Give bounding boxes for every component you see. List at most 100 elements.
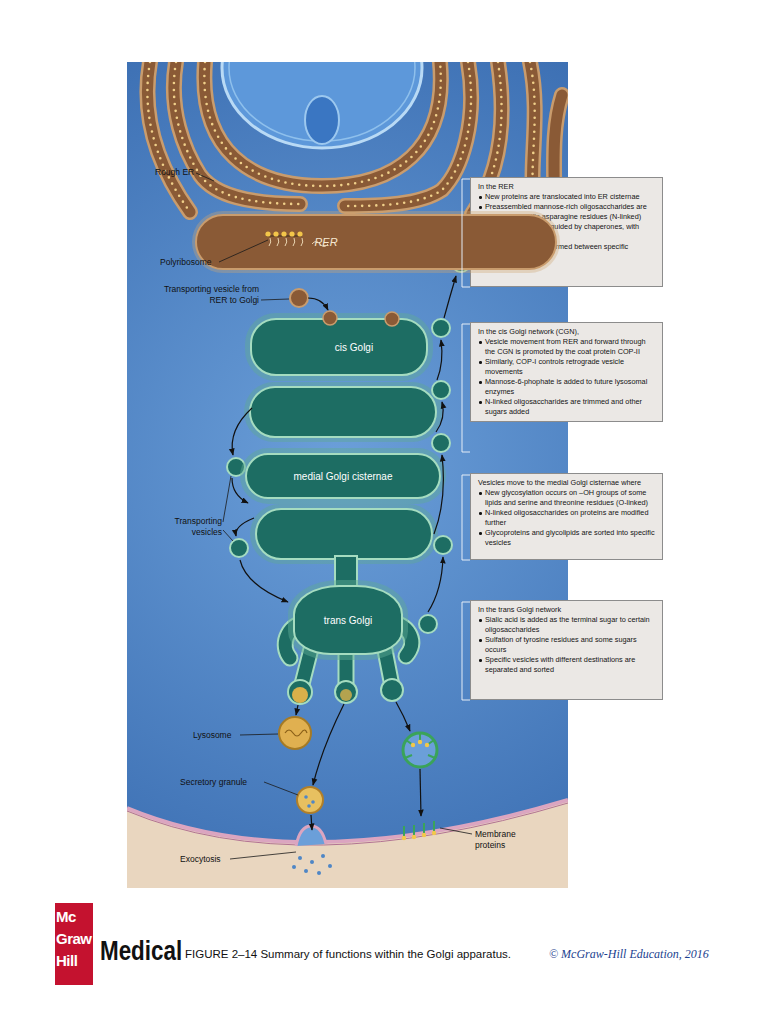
bullet-text: New glycosylation occurs on –OH groups o… — [485, 488, 648, 507]
leader-line — [240, 734, 278, 735]
leader-line — [196, 173, 214, 181]
er-lamella — [147, 62, 190, 212]
transport-vesicle — [290, 289, 308, 307]
flow-arrow — [313, 704, 344, 785]
tubule-bulb — [381, 679, 403, 701]
vesicle — [432, 319, 450, 337]
bullet-item: New glycosylation occurs on –OH groups o… — [478, 488, 656, 508]
bullet-dot — [479, 196, 482, 199]
logo-text: Mc Graw Hill — [56, 906, 96, 972]
ribosome-dots — [345, 62, 471, 206]
lysosomal-enzyme-patch — [292, 687, 308, 703]
bullet-text: Sulfation of tyrosine residues and some … — [485, 635, 637, 654]
bullet-dot — [479, 639, 482, 642]
bullet-dot — [479, 619, 482, 622]
vesicle — [434, 536, 452, 554]
box-heading: Vesicles move to the medial Golgi cister… — [478, 478, 656, 488]
protein-head — [418, 740, 422, 744]
part-label: Transporting vesicle from RER to Golgi — [147, 284, 259, 305]
protein-head — [402, 836, 406, 840]
tubule-bulb — [288, 680, 312, 704]
bullet-text: Sialic acid is added as the terminal sug… — [485, 615, 650, 634]
info-box: In the cis Golgi network (CGN),Vesicle m… — [470, 322, 663, 422]
ribosome-dots — [174, 62, 300, 204]
secreted-particle — [321, 854, 325, 858]
bullet-text: Mannose-6-phophate is added to future ly… — [485, 377, 647, 396]
membrane-protein — [428, 755, 435, 758]
nucleus — [222, 62, 422, 148]
leader-line — [223, 530, 233, 541]
membrane-protein-heads — [402, 740, 436, 840]
er-cisterna: RER — [195, 214, 557, 270]
flow-arrow — [428, 557, 443, 612]
leader-lines — [196, 173, 472, 859]
bullet-item: Sialic acid is added as the terminal sug… — [478, 615, 656, 635]
leader-line — [223, 476, 231, 522]
protein-head — [411, 743, 415, 747]
structure-label: medial Golgi cisternae — [294, 471, 393, 482]
leader-line — [261, 299, 289, 300]
leader-line — [230, 852, 296, 859]
bracket — [462, 324, 470, 452]
bullet-text: Vesicle movement from RER and forward th… — [485, 337, 646, 356]
bullet-item: Similarly, COP-I controls retrograde ves… — [478, 357, 656, 377]
golgi-cisterna: trans Golgi — [293, 585, 403, 655]
info-box: Vesicles move to the medial Golgi cister… — [470, 473, 663, 560]
bullet-dot — [479, 341, 482, 344]
flow-arrow — [444, 276, 456, 318]
bracket — [462, 475, 470, 560]
vesicle — [419, 615, 437, 633]
granule-particle — [307, 804, 311, 808]
bullet-dot — [479, 401, 482, 404]
part-label: Rough ER — [155, 167, 215, 178]
bullet-item: Sulfation of tyrosine residues and some … — [478, 635, 656, 655]
bullet-item: Specific vesicles with different destina… — [478, 655, 656, 675]
bullet-dot — [479, 381, 482, 384]
golgi-cisterna: medial Golgi cisternae — [245, 453, 441, 499]
secreted-particle — [328, 864, 332, 868]
bullet-text: Similarly, COP-I controls retrograde ves… — [485, 357, 624, 376]
golgi-cisterna — [256, 509, 432, 559]
er-lamella — [345, 62, 471, 206]
flow-arrow — [436, 402, 443, 432]
info-box: In the trans Golgi networkSialic acid is… — [470, 600, 663, 700]
bullet-text: Specific vesicles with different destina… — [485, 655, 635, 674]
er-lamella — [204, 62, 440, 186]
golgi-cisterna: cis Golgi — [250, 318, 428, 376]
flow-arrow — [308, 298, 328, 310]
box-heading: In the cis Golgi network (CGN), — [478, 327, 656, 337]
bullet-item: Vesicle movement from RER and forward th… — [478, 337, 656, 357]
tubule-bulb — [335, 681, 357, 703]
vesicle — [230, 539, 248, 557]
er-lamella — [174, 62, 300, 204]
er-lamella — [204, 62, 440, 186]
membrane-protein-spikes — [404, 733, 435, 838]
bullet-text: Glycoproteins and glycolipids are sorted… — [485, 528, 655, 547]
bullet-dot — [479, 361, 482, 364]
vesicle — [432, 434, 450, 452]
figure-caption: FIGURE 2–14 Summary of functions within … — [185, 948, 511, 961]
secreted-particle — [304, 869, 308, 873]
structure-label: RER — [314, 236, 337, 248]
flow-arrow — [420, 769, 421, 816]
part-label: Secretory granule — [180, 777, 270, 788]
membrane-vesicle — [403, 733, 437, 767]
part-label: Membrane proteins — [475, 829, 527, 850]
part-label: Lysosome — [193, 730, 243, 741]
protein-head — [412, 835, 416, 839]
part-label: Transporting vesicles — [150, 516, 222, 537]
flow-arrow — [240, 560, 288, 602]
flow-arrow — [232, 408, 252, 455]
bullet-item: N-linked oligosaccharides on proteins ar… — [478, 508, 656, 528]
secreted-particle — [298, 856, 302, 860]
structure-label: cis Golgi — [335, 342, 373, 353]
ribosome-dots — [147, 62, 190, 212]
leader-line — [264, 782, 298, 795]
granule-content-patch — [340, 689, 352, 701]
bullet-text: New proteins are translocated into ER ci… — [485, 192, 640, 201]
nucleolus — [305, 96, 339, 144]
box-heading: In the RER — [478, 182, 656, 192]
part-label: Polyribosome — [160, 257, 230, 268]
bullet-dot — [479, 532, 482, 535]
secretory-granule — [297, 787, 323, 813]
